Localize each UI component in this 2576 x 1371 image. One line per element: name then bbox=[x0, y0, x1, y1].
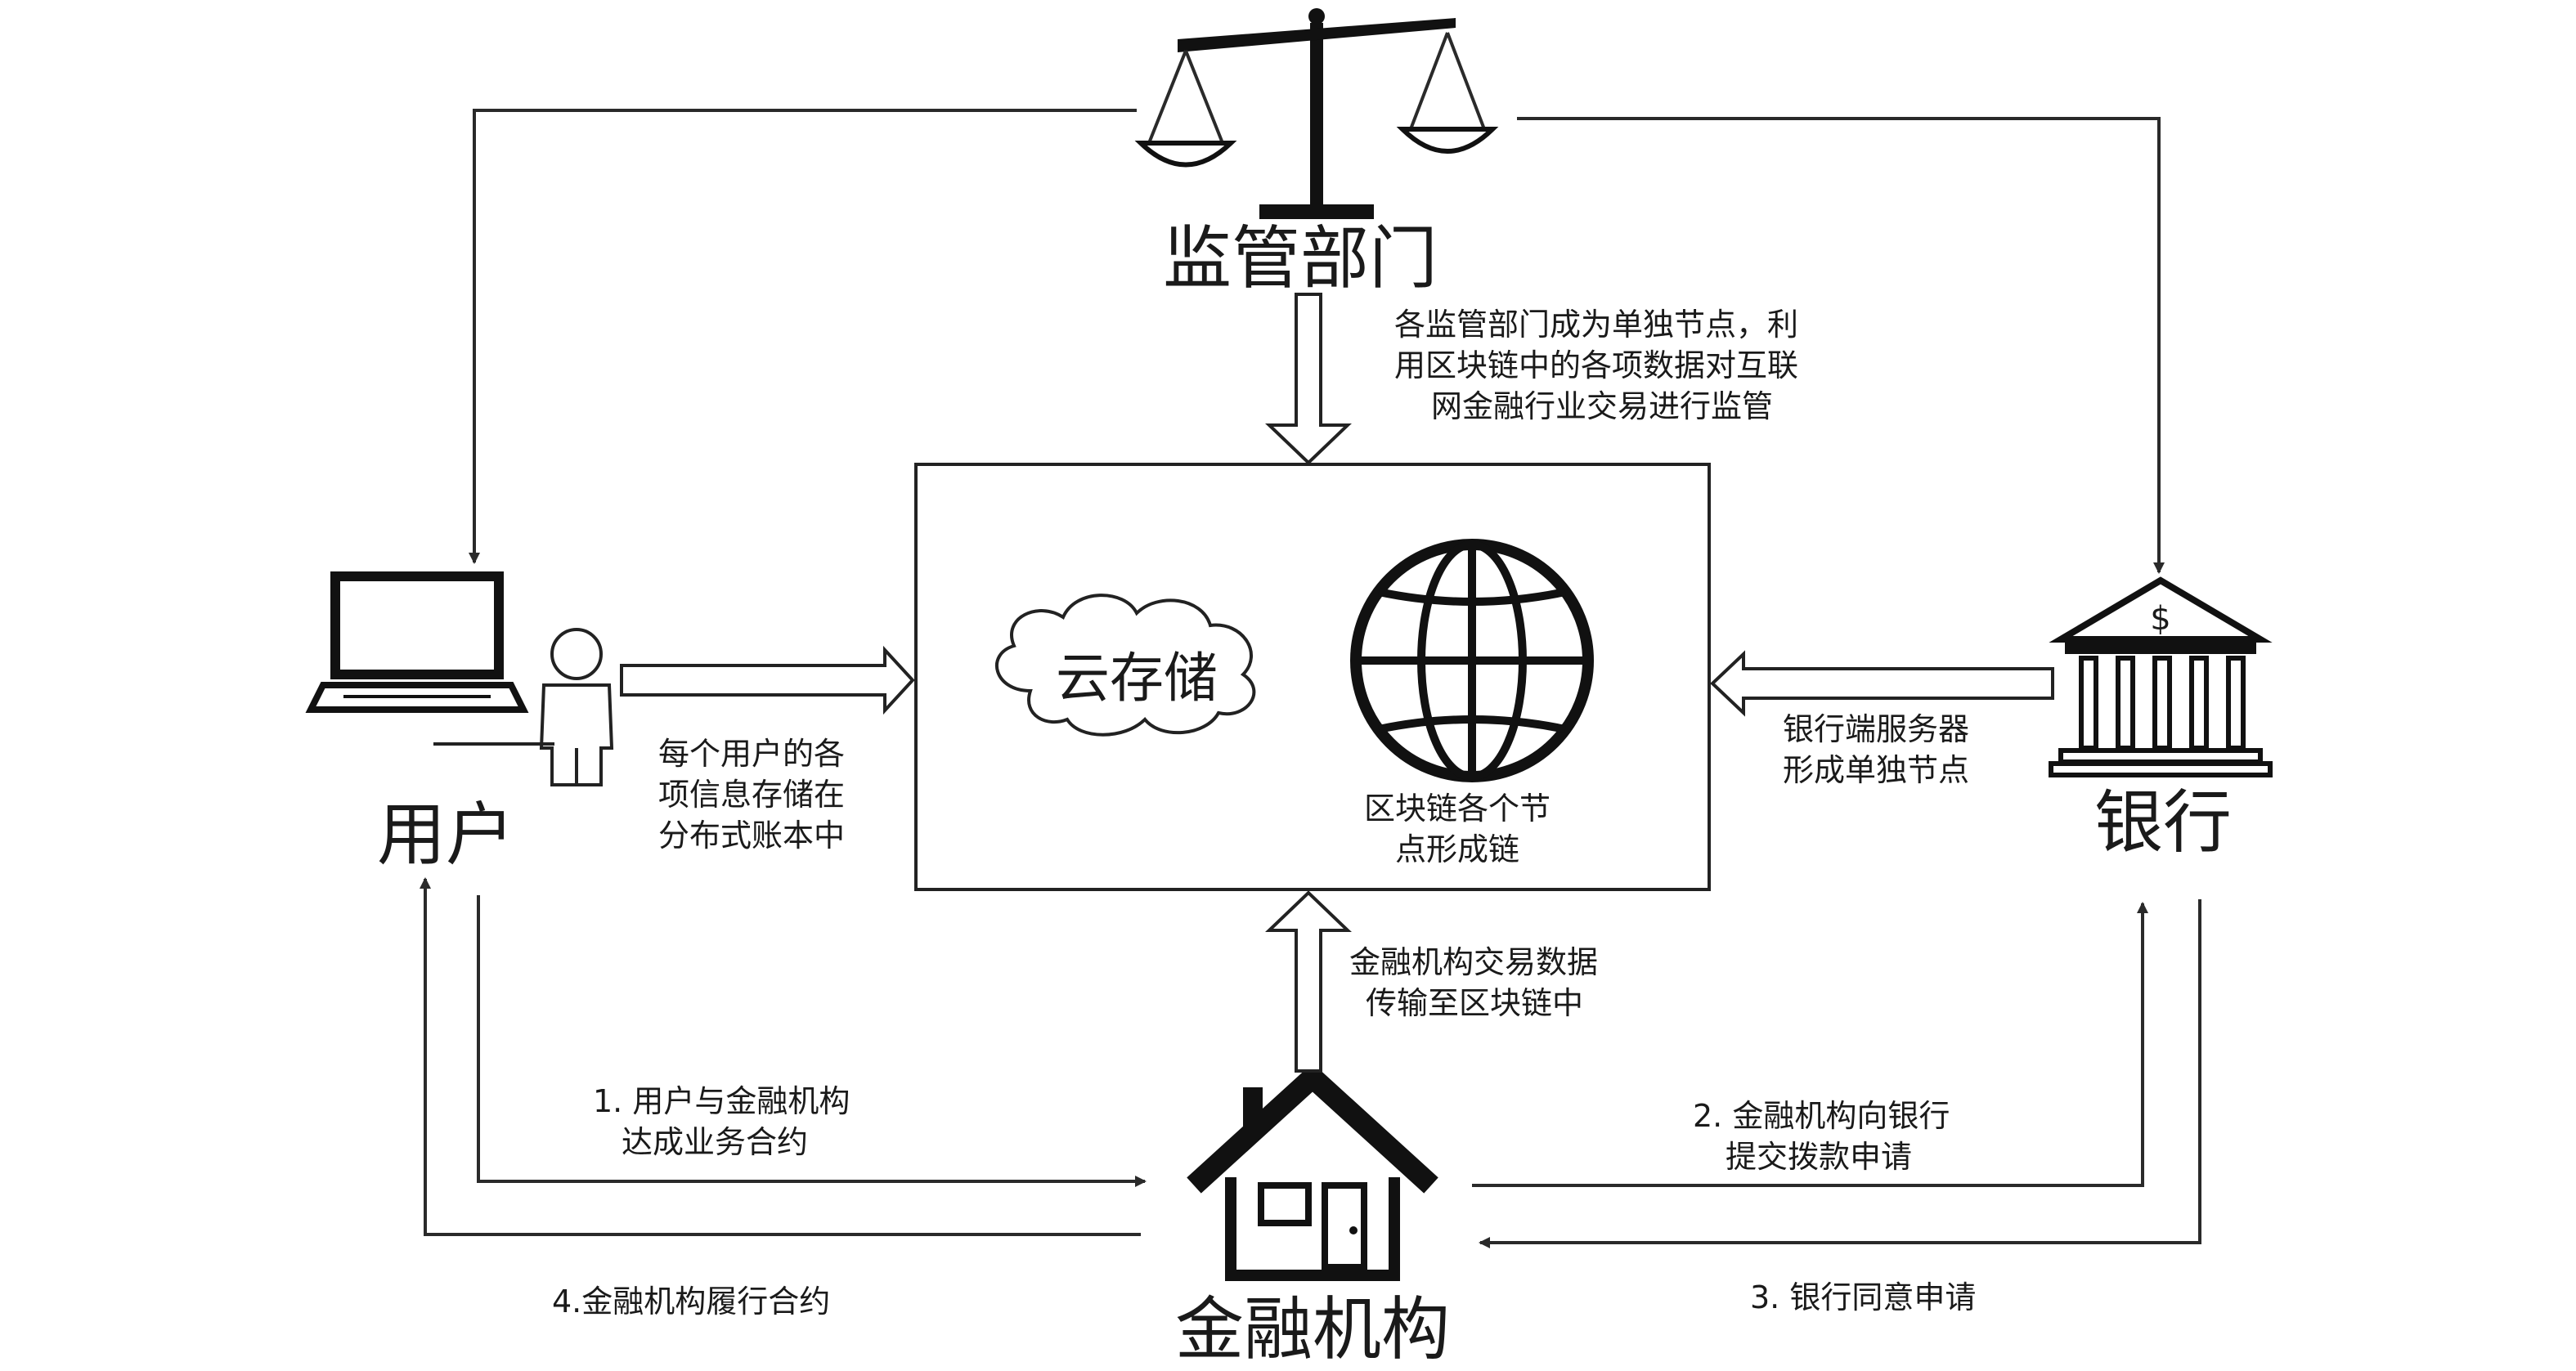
step3-label: 3. 银行同意申请 bbox=[1750, 1279, 1976, 1315]
balance-scale-icon bbox=[1134, 8, 1499, 219]
user-note-3: 分布式账本中 bbox=[658, 818, 845, 854]
user-note-1: 每个用户的各 bbox=[658, 736, 845, 772]
step1-arrow bbox=[477, 895, 1147, 1187]
institution-note-1: 金融机构交易数据 bbox=[1349, 944, 1598, 980]
bank-to-box-arrow bbox=[1710, 650, 2054, 717]
regulator-label: 监管部门 bbox=[1163, 218, 1438, 298]
user-to-box-arrow bbox=[620, 645, 915, 715]
laptop-icon bbox=[305, 571, 529, 713]
regulator-note-3: 网金融行业交易进行监管 bbox=[1431, 388, 1773, 424]
house-icon bbox=[1187, 1063, 1438, 1281]
institution-label: 金融机构 bbox=[1175, 1289, 1450, 1369]
bank-note-1: 银行端服务器 bbox=[1783, 711, 1969, 747]
step1-label-1: 1. 用户与金融机构 bbox=[593, 1083, 850, 1119]
globe-icon bbox=[1350, 539, 1594, 782]
bank-note-2: 形成单独节点 bbox=[1783, 752, 1969, 788]
bank-building-icon: $ bbox=[2049, 576, 2273, 777]
user-note-2: 项信息存储在 bbox=[658, 777, 845, 813]
institution-to-box-arrow bbox=[1265, 890, 1352, 1073]
cloud-label: 云存储 bbox=[1056, 647, 1218, 710]
institution-note-2: 传输至区块链中 bbox=[1366, 985, 1583, 1021]
regulator-note-1: 各监管部门成为单独节点，利 bbox=[1394, 307, 1798, 343]
regulator-to-user-arrow bbox=[469, 109, 1137, 564]
blockchain-note-1: 区块链各个节 bbox=[1364, 791, 1551, 827]
regulator-to-box-arrow bbox=[1265, 293, 1352, 465]
step2-arrow bbox=[1472, 902, 2148, 1187]
bank-label: 银行 bbox=[2094, 782, 2232, 862]
step4-arrow bbox=[420, 877, 1141, 1236]
user-label: 用户 bbox=[377, 795, 514, 875]
blockchain-note-2: 点形成链 bbox=[1395, 831, 1519, 867]
step4-label: 4.金融机构履行合约 bbox=[552, 1284, 830, 1319]
person-icon bbox=[433, 628, 614, 786]
step3-arrow bbox=[1479, 899, 2201, 1248]
cloud-icon bbox=[994, 594, 1256, 737]
step2-label-1: 2. 金融机构向银行 bbox=[1693, 1098, 1950, 1134]
bank-dollar-sign: $ bbox=[2150, 600, 2170, 638]
step2-label-2: 提交拨款申请 bbox=[1726, 1139, 1912, 1175]
regulator-note-2: 用区块链中的各项数据对互联 bbox=[1394, 347, 1798, 383]
step1-label-2: 达成业务合约 bbox=[622, 1124, 808, 1160]
regulator-to-bank-arrow bbox=[1517, 117, 2165, 574]
